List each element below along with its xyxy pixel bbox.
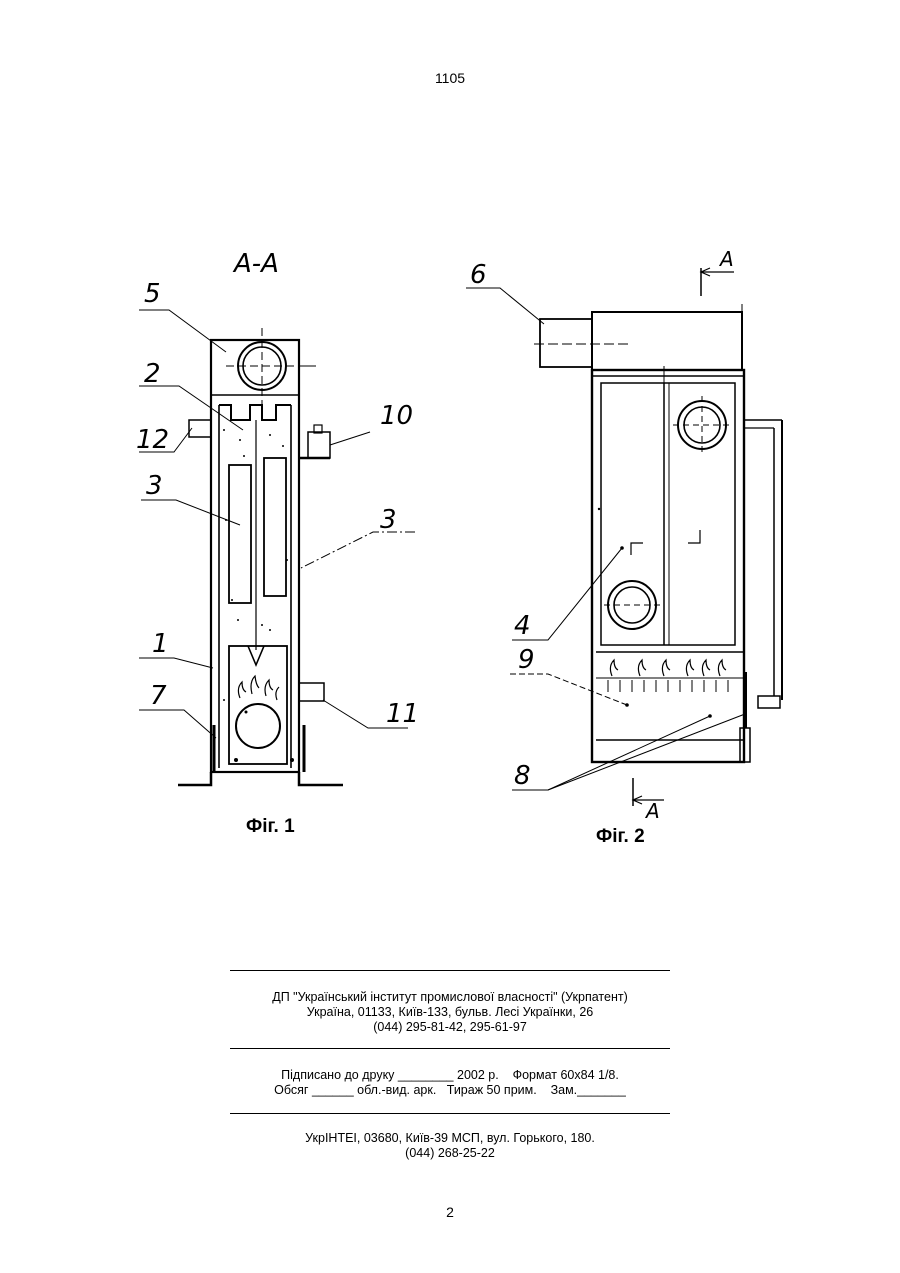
fig2-callout-6: 6: [470, 260, 487, 290]
page-number: 2: [0, 1204, 900, 1220]
fig1-callout-3-right: 3: [380, 505, 397, 535]
fig2-section-mark-top: А: [718, 247, 734, 271]
print-info-line: Підписано до друку ________ 2002 р. Форм…: [230, 1068, 670, 1083]
fig2-section-mark-bottom: А: [644, 799, 660, 823]
fig1-callout-12: 12: [136, 425, 169, 455]
print-info-block: Підписано до друку ________ 2002 р. Форм…: [230, 1068, 670, 1098]
publisher-line: (044) 295-81-42, 295-61-97: [230, 1020, 670, 1035]
printer-line: (044) 268-25-22: [230, 1146, 670, 1161]
fig1-callout-10: 10: [380, 401, 413, 431]
printer-block: УкрІНТЕІ, 03680, Київ-39 МСП, вул. Горьк…: [230, 1131, 670, 1161]
divider: [230, 1113, 670, 1114]
fig1-callout-11: 11: [386, 699, 419, 729]
figure-2-caption: Фіг. 2: [596, 826, 645, 848]
printer-line: УкрІНТЕІ, 03680, Київ-39 МСП, вул. Горьк…: [230, 1131, 670, 1146]
print-info-line: Обсяг ______ обл.-вид. арк. Тираж 50 при…: [230, 1083, 670, 1098]
fig1-callout-5: 5: [144, 279, 161, 309]
figure-1-drawing: А-А: [136, 249, 419, 785]
fig1-callout-1: 1: [152, 629, 169, 659]
publisher-block: ДП "Український інститут промислової вла…: [230, 990, 670, 1035]
fig1-section-label: А-А: [232, 249, 279, 279]
publisher-line: ДП "Український інститут промислової вла…: [230, 990, 670, 1005]
fig2-callout-4: 4: [514, 611, 531, 641]
fig2-callout-9: 9: [518, 645, 535, 675]
divider: [230, 970, 670, 971]
fig1-callout-2: 2: [144, 359, 161, 389]
fig2-callout-8: 8: [514, 761, 531, 791]
publisher-line: Україна, 01133, Київ-133, бульв. Лесі Ук…: [230, 1005, 670, 1020]
patent-drawings: А-А: [0, 0, 900, 900]
figure-1-caption: Фіг. 1: [246, 816, 295, 838]
fig1-callout-7: 7: [150, 681, 167, 711]
figure-2-drawing: 6 4 9 8 А А: [466, 247, 782, 823]
divider: [230, 1048, 670, 1049]
fig1-callout-3-left: 3: [146, 471, 163, 501]
